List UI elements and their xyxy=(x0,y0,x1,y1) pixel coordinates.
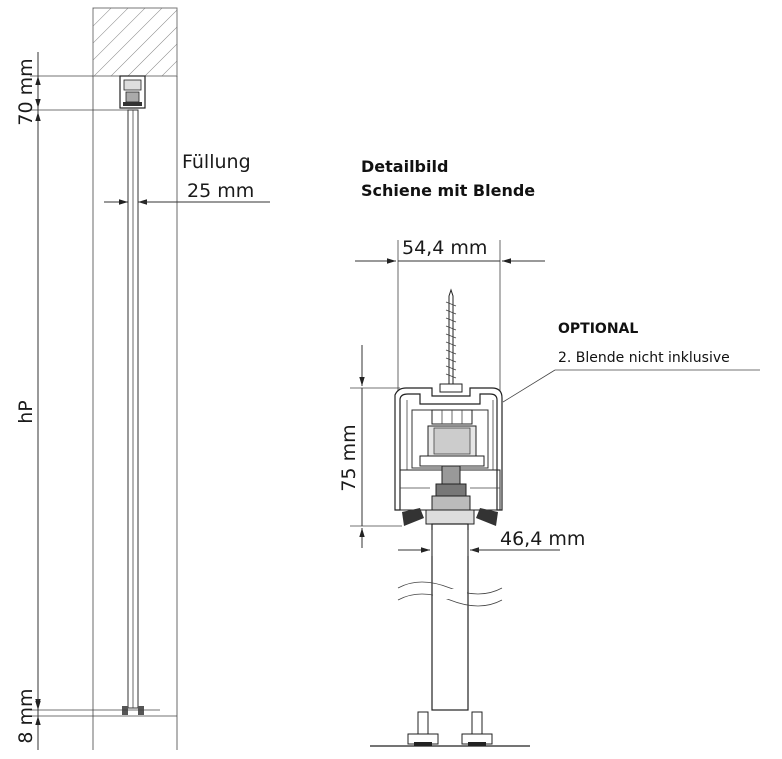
dim-bottom-label: 8 mm xyxy=(15,688,37,743)
glass-panel-detail xyxy=(431,523,469,711)
break-line-upper xyxy=(397,581,503,595)
left-side-view: 70 mm hP 8 mm Füllung 25 mm xyxy=(15,7,270,750)
dim-top-label: 70 mm xyxy=(15,58,37,125)
floor-guide-detail xyxy=(407,711,493,746)
detail-title-line2: Schiene mit Blende xyxy=(361,181,535,200)
dim-height-label: hP xyxy=(15,400,37,424)
rail-profile xyxy=(394,387,503,526)
rail-small xyxy=(119,75,146,109)
filling-label: Füllung xyxy=(182,151,251,173)
screw xyxy=(439,288,463,393)
floor-guide-small xyxy=(122,706,144,715)
filling-value: 25 mm xyxy=(187,180,254,202)
ceiling-block xyxy=(92,7,178,77)
detail-view: Detailbild Schiene mit Blende 54,4 mm xyxy=(338,157,760,747)
optional-title: OPTIONAL xyxy=(558,321,638,337)
break-line-lower xyxy=(397,593,503,607)
detail-title-line1: Detailbild xyxy=(361,157,448,176)
dim-width-top: 54,4 mm xyxy=(402,237,487,259)
dim-width-bottom: 46,4 mm xyxy=(500,528,585,550)
optional-text: 2. Blende nicht inklusive xyxy=(558,350,730,366)
dim-height-detail: 75 mm xyxy=(338,424,360,491)
